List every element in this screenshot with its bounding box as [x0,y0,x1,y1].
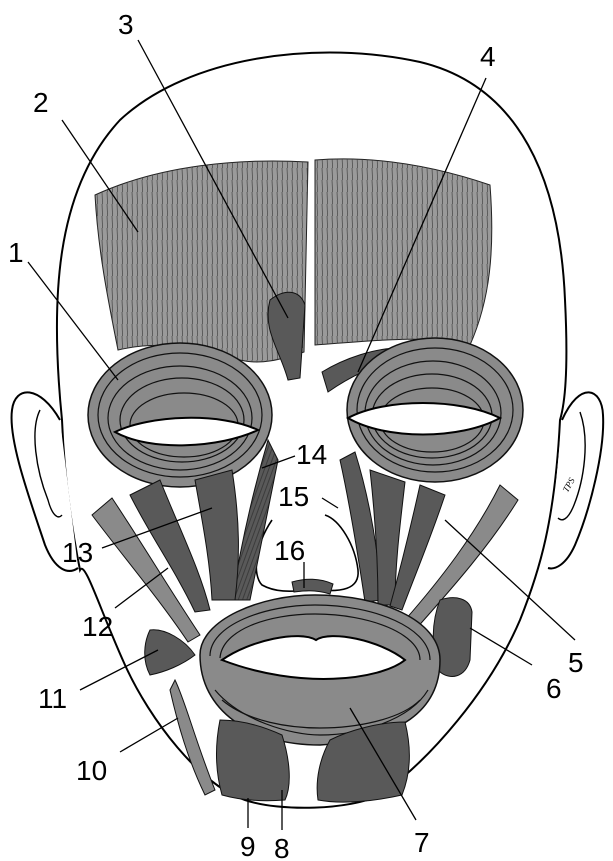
label-12: 12 [82,611,113,642]
label-3: 3 [118,9,134,40]
label-9: 9 [240,831,256,861]
label-13: 13 [62,537,93,568]
label-14: 14 [296,439,327,470]
orbicularis-oculi-right [347,338,523,482]
label-16: 16 [274,535,305,566]
label-5: 5 [568,647,584,678]
label-4: 4 [480,41,496,72]
label-6: 6 [546,673,562,704]
label-10: 10 [76,755,107,786]
label-1: 1 [8,237,24,268]
label-15: 15 [278,481,309,512]
orbicularis-oculi-left [88,343,272,487]
frontalis-muscle-right [315,159,492,345]
label-7: 7 [414,827,430,858]
label-2: 2 [33,87,49,118]
label-8: 8 [274,833,290,861]
label-11: 11 [38,683,67,714]
